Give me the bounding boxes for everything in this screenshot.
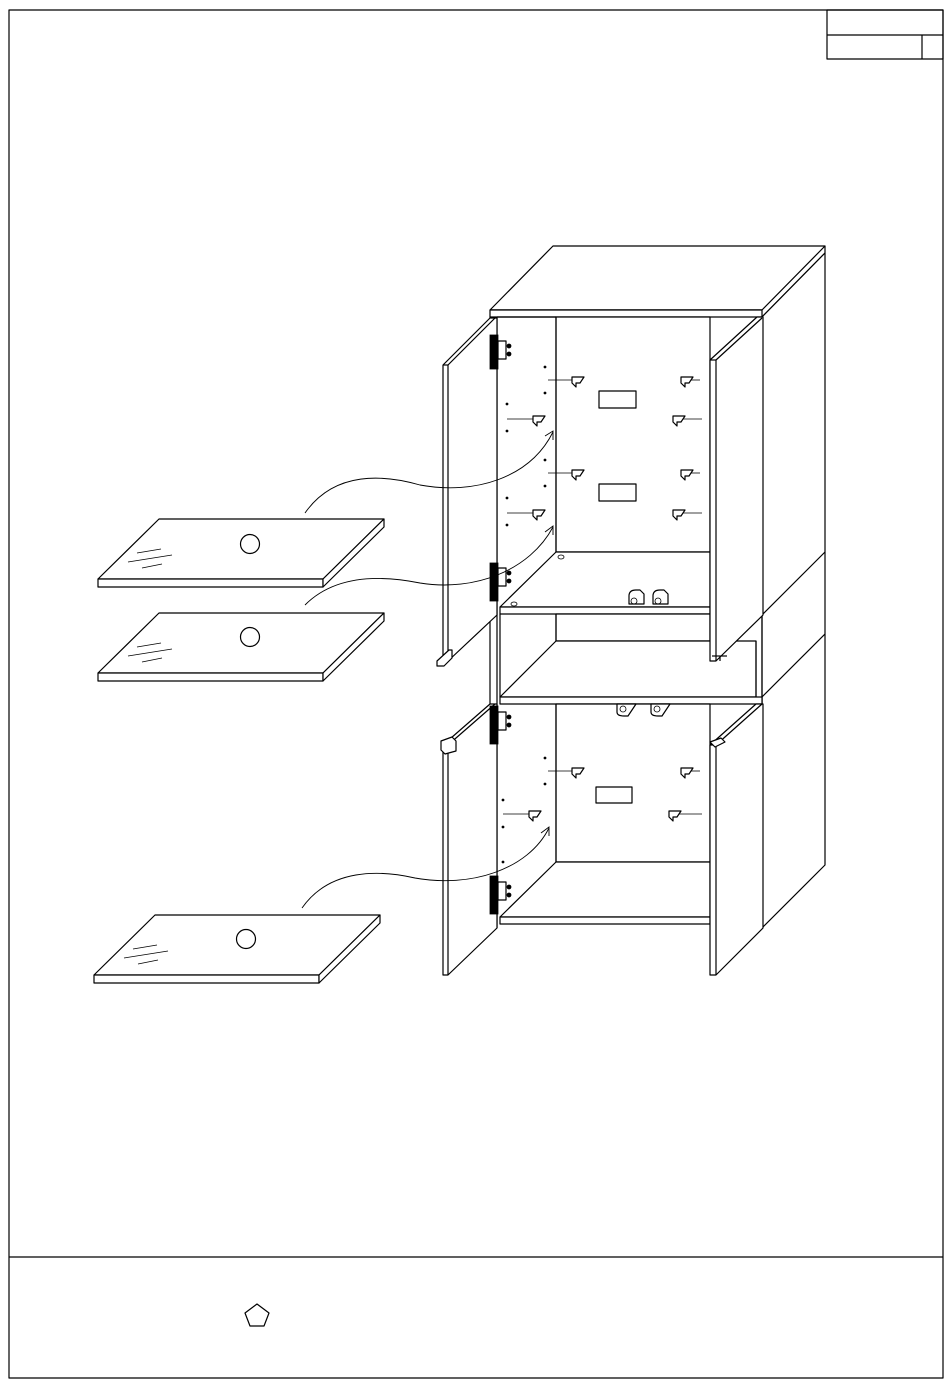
cabinet-top-panel	[490, 246, 825, 310]
arrow-icon	[302, 827, 549, 908]
hinge-icon	[490, 563, 511, 601]
cabinet	[490, 246, 825, 928]
glass-shelf-lower[interactable]	[94, 915, 380, 983]
lower-right-door	[710, 704, 763, 975]
upper-right-door	[710, 317, 763, 661]
cam-connector-icon	[653, 590, 668, 604]
door-bumper	[441, 737, 456, 754]
cam-connector-icon	[629, 590, 644, 604]
hinge-icon	[490, 876, 511, 914]
upper-left-door	[437, 318, 497, 666]
insertion-arrows	[302, 431, 553, 908]
footer-symbol	[245, 1304, 269, 1326]
pentagon-icon	[245, 1304, 269, 1326]
cabinet-right-side	[762, 253, 825, 928]
title-block	[827, 10, 943, 59]
niche-back-panel	[556, 614, 710, 641]
upper-fixed-shelf	[500, 552, 710, 607]
lower-back-panel	[556, 704, 710, 862]
shelf-pin-icon	[507, 510, 545, 520]
arrow-icon	[305, 431, 553, 513]
glass-shelf-middle[interactable]	[98, 613, 384, 681]
shelf-pin-icon	[507, 416, 545, 426]
glass-shelf-upper[interactable]	[98, 519, 384, 587]
hinge-icon	[490, 706, 511, 744]
upper-back-panel	[556, 317, 710, 552]
lower-left-door	[441, 704, 497, 975]
bottom-panel	[500, 862, 710, 917]
shelf-pin-icon	[503, 811, 541, 821]
hinge-icon	[490, 335, 511, 369]
